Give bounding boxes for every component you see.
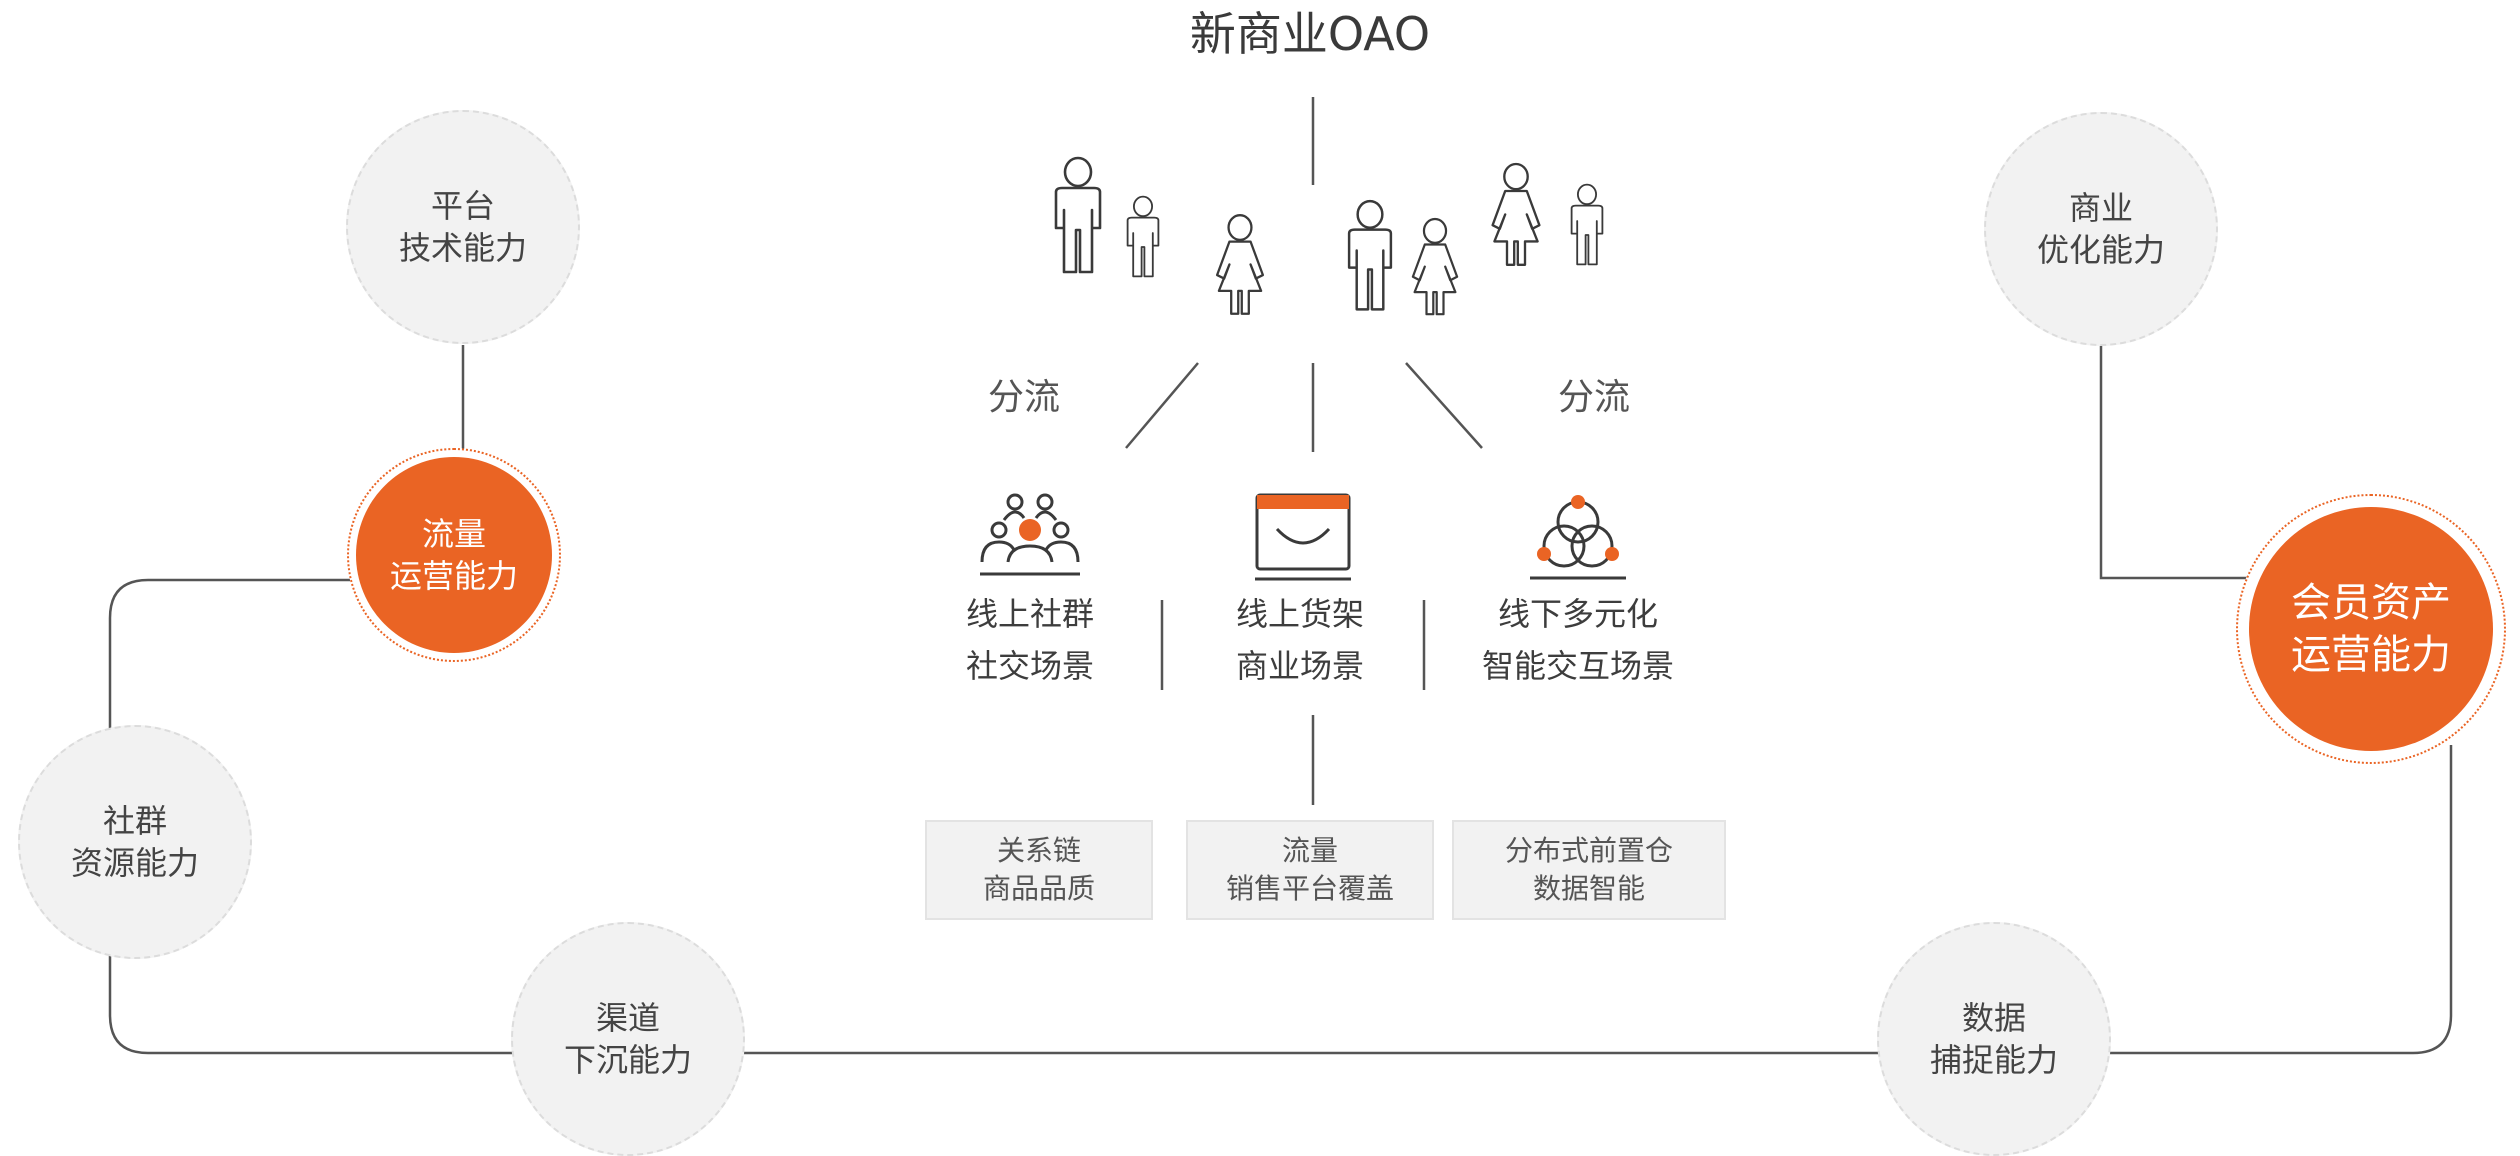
scene-online-shelf: 线上货架 商业场景 [1235, 595, 1364, 685]
flow-label-left: 分流 [988, 377, 1061, 418]
person-icon [1215, 214, 1265, 315]
circle-member-ring: 会员资产 运营能力 [2236, 494, 2506, 764]
circle-traffic-ring: 流量 运营能力 [347, 448, 561, 662]
people-group [1054, 156, 1604, 316]
circle-community: 社群 资源能力 [18, 725, 252, 959]
box-warehouse: 分布式前置仓 数据智能 [1452, 820, 1726, 920]
person-icon [1411, 217, 1459, 316]
line-branch-right [1405, 362, 1483, 449]
box-relation: 关系链 商品品质 [925, 820, 1153, 920]
scene-online-community: 线上社群 社交场景 [965, 595, 1094, 685]
circle-biz: 商业 优化能力 [1984, 112, 2218, 346]
circle-data: 数据 捕捉能力 [1877, 922, 2111, 1156]
person-icon [1570, 183, 1604, 266]
circle-platform: 平台 技术能力 [346, 110, 580, 344]
line-biz-member [2099, 345, 2248, 580]
scene-offline: 线下多元化 智能交互场景 [1481, 595, 1674, 685]
venn-icon [1530, 495, 1626, 580]
line-loop [108, 578, 2453, 1055]
circle-traffic: 流量 运营能力 [356, 457, 552, 653]
person-icon [1126, 195, 1160, 278]
shelf-icon [1255, 493, 1351, 581]
page-title: 新商业OAO [1189, 7, 1431, 61]
person-icon [1054, 156, 1102, 274]
box-traffic: 流量 销售平台覆盖 [1186, 820, 1434, 920]
community-icon [980, 493, 1080, 576]
person-icon [1491, 162, 1541, 266]
circle-member: 会员资产 运营能力 [2249, 507, 2493, 751]
person-icon [1347, 199, 1393, 311]
flow-label-right: 分流 [1558, 377, 1631, 418]
circle-channel: 渠道 下沉能力 [511, 922, 745, 1156]
line-branch-left [1125, 362, 1199, 449]
